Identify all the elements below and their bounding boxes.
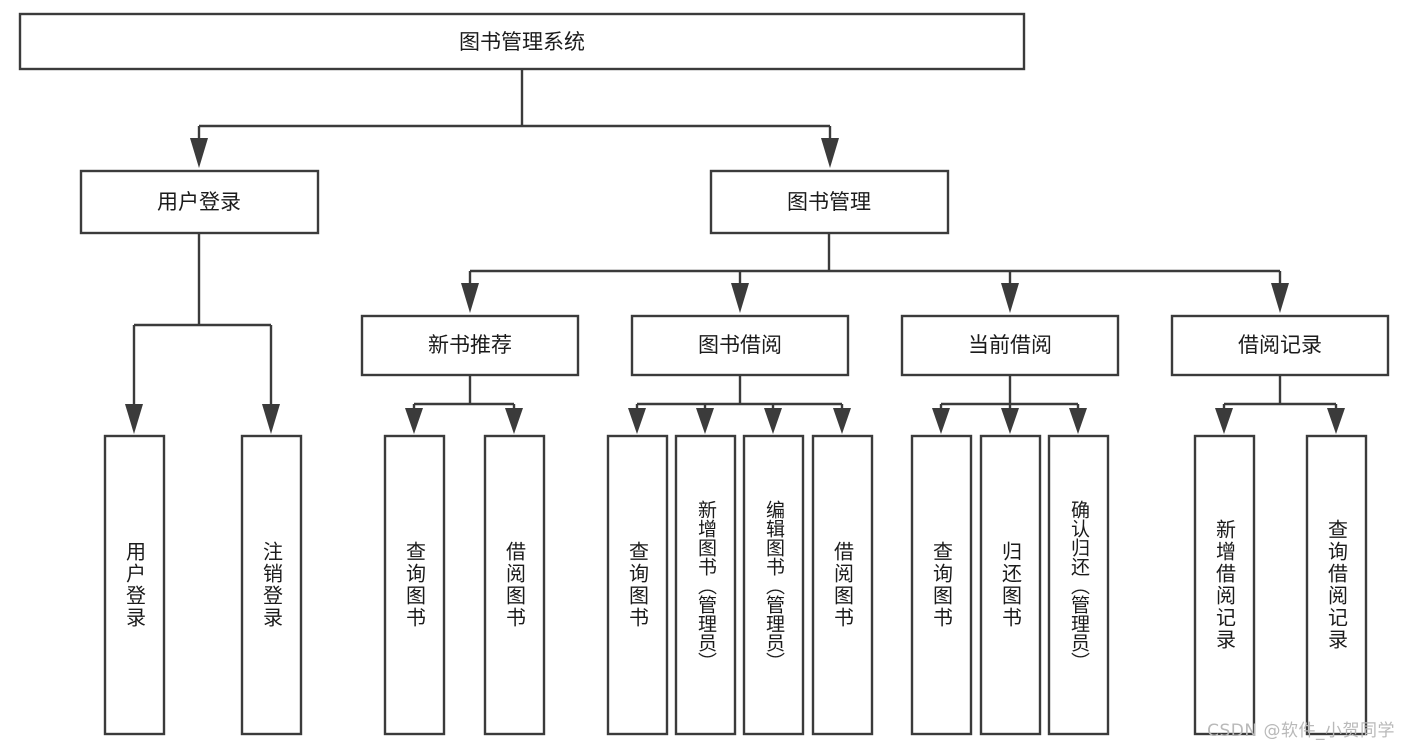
arrow-bookborrow-l4-icon	[833, 408, 851, 434]
arrow-bookmanage-c1-icon	[461, 283, 479, 313]
node-borrow-record-label: 借阅记录	[1238, 333, 1322, 357]
arrow-newbook-l2-icon	[505, 408, 523, 434]
arrow-userlogin-leaf2-icon	[262, 404, 280, 434]
arrow-bookborrow-l1-icon	[628, 408, 646, 434]
node-book-manage[interactable]: 图书管理	[709, 169, 950, 235]
leaf-box-query-book-3[interactable]	[910, 434, 973, 736]
arrow-borrowrec-l2-icon	[1327, 408, 1345, 434]
leaf-box-add-book-admin[interactable]	[674, 434, 737, 736]
arrow-root-to-user-icon	[190, 138, 208, 168]
leaf-box-confirm-return-admin[interactable]	[1047, 434, 1110, 736]
node-new-book-recommend[interactable]: 新书推荐	[360, 314, 580, 377]
node-book-borrow[interactable]: 图书借阅	[630, 314, 850, 377]
node-current-borrow[interactable]: 当前借阅	[900, 314, 1120, 377]
node-book-borrow-label: 图书借阅	[698, 333, 782, 357]
leaf-box-return-book[interactable]	[979, 434, 1042, 736]
leaf-box-query-borrow-record[interactable]	[1305, 434, 1368, 736]
arrow-bookmanage-c4-icon	[1271, 283, 1289, 313]
arrow-borrowrec-l1-icon	[1215, 408, 1233, 434]
node-user-login-label: 用户登录	[157, 190, 241, 214]
arrow-userlogin-leaf1-icon	[125, 404, 143, 434]
node-borrow-record[interactable]: 借阅记录	[1170, 314, 1390, 377]
arrow-bookmanage-c3-icon	[1001, 283, 1019, 313]
arrow-curborrow-l2-icon	[1001, 408, 1019, 434]
leaf-box-query-book-2[interactable]	[606, 434, 669, 736]
node-book-manage-box	[709, 169, 950, 235]
node-current-borrow-box	[900, 314, 1120, 377]
arrow-bookborrow-l2-icon	[696, 408, 714, 434]
leaf-box-add-borrow-record[interactable]	[1193, 434, 1256, 736]
arrow-curborrow-l3-icon	[1069, 408, 1087, 434]
leaf-box-user-login[interactable]	[103, 434, 166, 736]
node-current-borrow-label: 当前借阅	[968, 333, 1052, 357]
node-borrow-record-box	[1170, 314, 1390, 377]
node-root[interactable]: 图书管理系统	[18, 12, 1026, 71]
arrow-curborrow-l1-icon	[932, 408, 950, 434]
arrow-root-to-book-icon	[821, 138, 839, 168]
csdn-watermark: CSDN @软件_小贺同学	[1207, 721, 1395, 741]
node-new-book-recommend-label: 新书推荐	[428, 333, 512, 357]
node-new-book-recommend-box	[360, 314, 580, 377]
arrow-newbook-l1-icon	[405, 408, 423, 434]
leaf-box-borrow-book-1[interactable]	[483, 434, 546, 736]
arrow-bookmanage-c2-icon	[731, 283, 749, 313]
node-root-box	[18, 12, 1026, 71]
arrow-bookborrow-l3-icon	[764, 408, 782, 434]
leaf-box-query-book-1[interactable]	[383, 434, 446, 736]
leaf-box-logout[interactable]	[240, 434, 303, 736]
node-book-manage-label: 图书管理	[787, 190, 871, 214]
leaf-box-edit-book-admin[interactable]	[742, 434, 805, 736]
node-user-login[interactable]: 用户登录	[79, 169, 320, 235]
node-root-label: 图书管理系统	[459, 30, 585, 54]
leaf-box-borrow-book-2[interactable]	[811, 434, 874, 736]
node-book-borrow-box	[630, 314, 850, 377]
